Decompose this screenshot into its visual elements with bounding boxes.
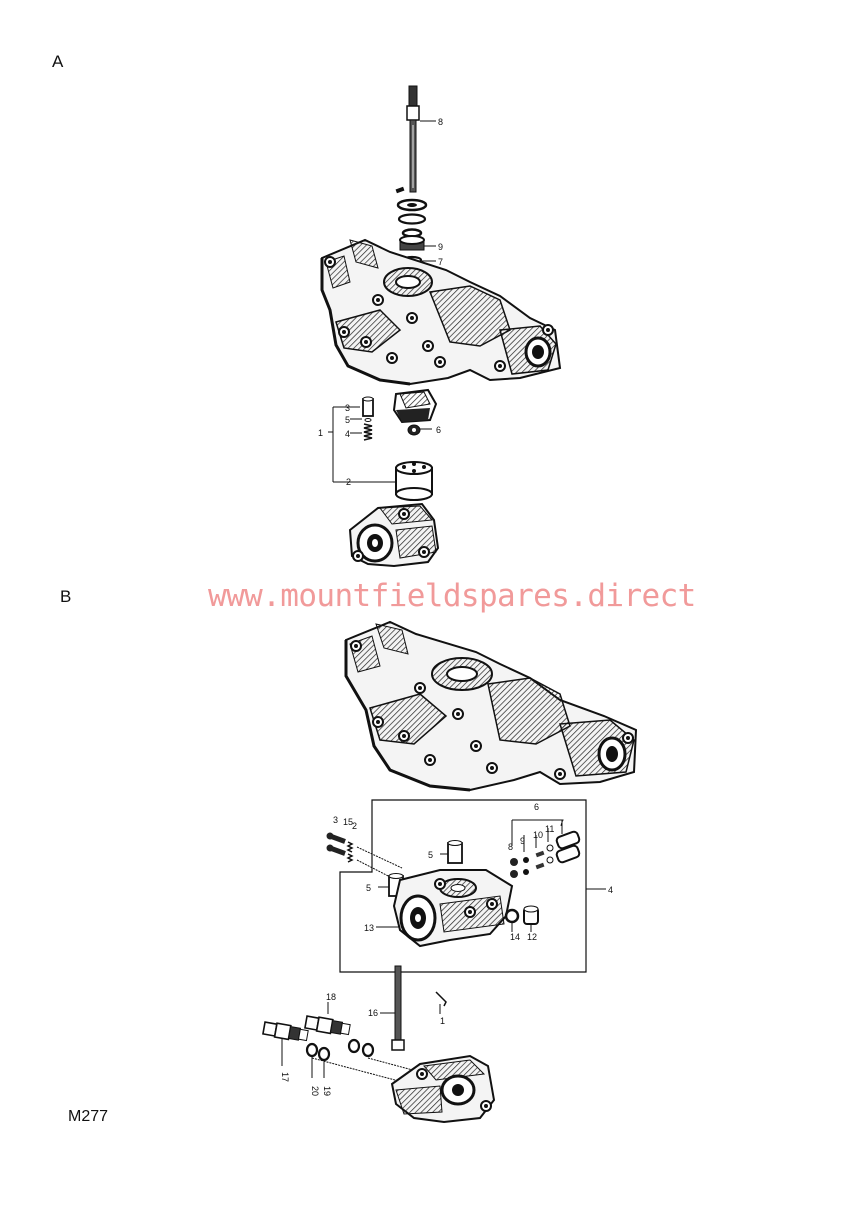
diagram-code: M277 bbox=[68, 1108, 109, 1125]
pin-1-part bbox=[435, 991, 447, 1007]
b-callout-3: 6 bbox=[534, 802, 539, 812]
b-callout-1: 15 bbox=[343, 817, 353, 827]
shaft-part bbox=[406, 85, 420, 193]
b-callout-0: 3 bbox=[333, 815, 338, 825]
pump-housing-b bbox=[390, 1054, 496, 1124]
a-callout-5: 1 bbox=[318, 428, 323, 438]
b-callout-17: 1 bbox=[440, 1016, 445, 1026]
b-callout-20: 19 bbox=[322, 1086, 332, 1096]
transmission-housing-b bbox=[344, 620, 638, 792]
a-callout-3: 3 bbox=[345, 403, 350, 413]
screws-b bbox=[326, 832, 403, 881]
b-callout-7: 11 bbox=[545, 824, 554, 834]
b-callout-12: 13 bbox=[364, 923, 374, 933]
b-callout-8: 7 bbox=[559, 818, 564, 828]
a-callout-8: 2 bbox=[346, 477, 351, 487]
b-callout-4: 8 bbox=[508, 842, 513, 852]
b-callout-13: 14 bbox=[510, 932, 520, 942]
long-bolt-part bbox=[391, 965, 405, 1051]
leader-lines-b bbox=[281, 853, 532, 1078]
b-callout-6: 10 bbox=[533, 830, 543, 840]
b-callout-2: 2 bbox=[352, 821, 357, 831]
transmission-housing-a bbox=[320, 238, 562, 386]
bearing-stack-a bbox=[396, 198, 428, 265]
a-callout-4: 5 bbox=[345, 415, 350, 425]
pump-housing-a bbox=[348, 502, 440, 568]
b-callout-18: 17 bbox=[280, 1072, 290, 1082]
a-callout-1: 9 bbox=[438, 242, 443, 252]
watermark-text: www.mountfieldspares.direct bbox=[208, 578, 696, 614]
b-callout-9: 5 bbox=[428, 850, 433, 860]
center-section-b bbox=[392, 869, 514, 948]
a-callout-2: 7 bbox=[438, 257, 443, 267]
pin-part bbox=[395, 186, 405, 194]
a-callout-7: 6 bbox=[436, 425, 441, 435]
b-callout-11: 4 bbox=[608, 885, 613, 895]
swashplate-part bbox=[392, 388, 438, 424]
piston-parts-a bbox=[362, 396, 374, 441]
valve-parts-b bbox=[510, 819, 581, 878]
bypass-shafts-b bbox=[262, 1015, 421, 1085]
b-callout-16: 16 bbox=[368, 1008, 378, 1018]
section-label-b: B bbox=[60, 587, 72, 606]
cylinder-block-part bbox=[395, 461, 433, 501]
plug-parts-b bbox=[504, 905, 539, 925]
b-callout-15: 18 bbox=[326, 992, 336, 1002]
a-callout-0: 8 bbox=[438, 117, 443, 127]
b-callout-14: 12 bbox=[527, 932, 537, 942]
callout-bracket-a bbox=[328, 120, 436, 483]
b-callout-19: 20 bbox=[310, 1086, 320, 1096]
section-label-a: A bbox=[52, 52, 64, 71]
b-callout-5: 9 bbox=[520, 836, 525, 846]
nut-part bbox=[407, 424, 421, 436]
b-callout-10: 5 bbox=[366, 883, 371, 893]
a-callout-6: 4 bbox=[345, 429, 350, 439]
subassembly-box bbox=[339, 799, 587, 973]
